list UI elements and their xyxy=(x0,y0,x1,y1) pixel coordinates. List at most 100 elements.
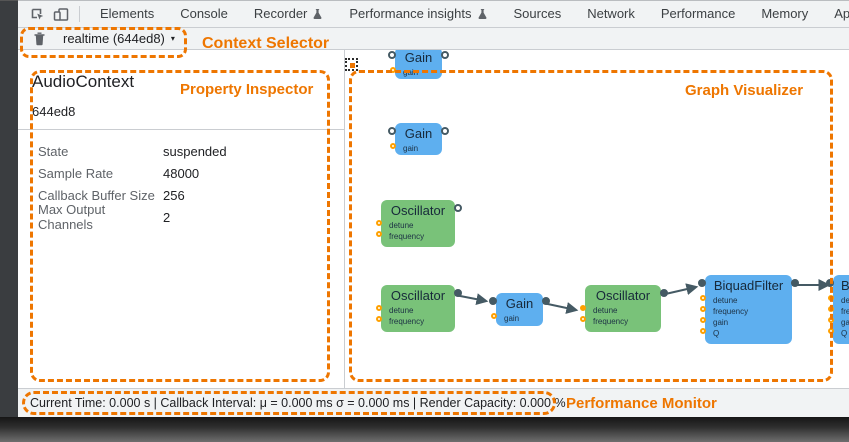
property-label: State xyxy=(38,143,69,159)
tab-performance-insights[interactable]: Performance insights xyxy=(336,1,500,27)
tab-label: Network xyxy=(587,6,635,21)
param-port[interactable] xyxy=(580,305,586,311)
output-port[interactable] xyxy=(454,289,462,297)
audio-node-biquadfilter[interactable]: BiquadFilter detune frequency gain Q xyxy=(698,275,799,344)
performance-metrics-text: Current Time: 0.000 s | Callback Interva… xyxy=(30,396,566,410)
annotation-drag-handle xyxy=(345,58,358,71)
tab-label: Memory xyxy=(761,6,809,21)
tab-network[interactable]: Network xyxy=(574,1,648,27)
param-port[interactable] xyxy=(390,143,396,149)
param-port[interactable] xyxy=(376,220,382,226)
device-toolbar-icon[interactable] xyxy=(52,6,69,23)
param-label: frequency xyxy=(841,307,849,316)
param-label: gain xyxy=(841,318,849,327)
param-label: detune xyxy=(593,306,618,315)
property-row: Max Output Channels 2 xyxy=(38,202,334,232)
property-row: State suspended xyxy=(38,140,334,162)
param-label: frequency xyxy=(593,317,629,326)
param-port[interactable] xyxy=(828,328,834,334)
tab-application[interactable]: Application xyxy=(821,1,849,27)
param-port[interactable] xyxy=(390,67,396,73)
node-title: Oscillator xyxy=(390,203,446,218)
param-port[interactable] xyxy=(491,313,497,319)
audio-node-oscillator[interactable]: Oscillator detune frequency xyxy=(580,285,668,332)
tab-label: Performance insights xyxy=(349,6,472,21)
param-label: gain xyxy=(504,314,520,323)
graph-visualizer-canvas[interactable]: Gain gain Gain gain Oscillator detune fr… xyxy=(345,50,849,388)
context-selector-value[interactable]: realtime (644ed8) xyxy=(63,31,165,46)
param-label: Q xyxy=(841,329,848,338)
property-list: State suspended Sample Rate 48000 Callba… xyxy=(38,140,334,233)
tab-recorder[interactable]: Recorder xyxy=(241,1,336,27)
tab-performance[interactable]: Performance xyxy=(648,1,748,27)
input-port[interactable] xyxy=(489,297,497,305)
property-value: 2 xyxy=(163,209,171,225)
property-label: Callback Buffer Size xyxy=(38,187,155,203)
param-label: Q xyxy=(713,329,720,338)
node-title: Gain xyxy=(404,126,433,141)
output-port[interactable] xyxy=(441,127,449,135)
audio-node-biquadfilter[interactable]: BiquadFilter detune frequency gain Q xyxy=(826,275,849,344)
param-label: gain xyxy=(713,318,729,327)
toolbar-separator xyxy=(79,6,80,22)
param-port[interactable] xyxy=(376,316,382,322)
param-label: frequency xyxy=(389,232,425,241)
param-port[interactable] xyxy=(700,328,706,334)
property-label: Max Output Channels xyxy=(38,202,106,232)
param-port[interactable] xyxy=(828,306,834,312)
node-title: Oscillator xyxy=(390,288,446,303)
param-label: frequency xyxy=(389,317,425,326)
context-id: 644ed8 xyxy=(32,104,76,119)
output-port[interactable] xyxy=(441,51,449,59)
inspect-element-icon[interactable] xyxy=(29,6,46,23)
param-port[interactable] xyxy=(580,316,586,322)
input-port[interactable] xyxy=(388,51,396,59)
audio-node-oscillator[interactable]: Oscillator detune frequency xyxy=(376,285,462,332)
trash-icon[interactable] xyxy=(31,30,48,47)
param-label: detune xyxy=(713,296,738,305)
tab-memory[interactable]: Memory xyxy=(748,1,821,27)
output-port[interactable] xyxy=(454,204,462,212)
param-label: frequency xyxy=(713,307,749,316)
param-port[interactable] xyxy=(828,295,834,301)
experimental-flask-icon xyxy=(478,8,486,20)
output-port[interactable] xyxy=(791,279,799,287)
param-label: gain xyxy=(403,68,419,77)
page-background-strip xyxy=(0,417,849,442)
tab-label: Console xyxy=(180,6,228,21)
audiocontext-title: AudioContext xyxy=(32,72,135,91)
tab-console[interactable]: Console xyxy=(167,1,241,27)
property-value: 48000 xyxy=(163,165,200,181)
property-inspector-panel: AudioContext 644ed8 State suspended Samp… xyxy=(18,50,345,388)
output-port[interactable] xyxy=(660,289,668,297)
property-label: Sample Rate xyxy=(38,165,114,181)
audio-node-gain[interactable]: Gain gain xyxy=(388,50,449,79)
output-port[interactable] xyxy=(542,297,550,305)
param-port[interactable] xyxy=(376,305,382,311)
input-port[interactable] xyxy=(826,279,834,287)
param-port[interactable] xyxy=(828,317,834,323)
param-port[interactable] xyxy=(700,295,706,301)
param-label: detune xyxy=(389,221,414,230)
param-label: detune xyxy=(389,306,414,315)
param-port[interactable] xyxy=(700,317,706,323)
tab-label: Elements xyxy=(100,6,155,21)
audio-node-gain[interactable]: Gain gain xyxy=(489,293,550,326)
tab-elements[interactable]: Elements xyxy=(87,1,167,27)
param-port[interactable] xyxy=(700,306,706,312)
experimental-flask-icon xyxy=(313,8,322,20)
left-dark-strip xyxy=(0,0,18,442)
param-label: detune xyxy=(841,296,849,305)
audio-node-gain[interactable]: Gain gain xyxy=(388,123,449,155)
property-row: Sample Rate 48000 xyxy=(38,162,334,184)
node-title: Gain xyxy=(505,296,534,311)
input-port[interactable] xyxy=(388,127,396,135)
node-title: Gain xyxy=(404,50,433,65)
tab-sources[interactable]: Sources xyxy=(501,1,575,27)
param-port[interactable] xyxy=(376,231,382,237)
tab-label: Performance xyxy=(660,6,736,21)
input-port[interactable] xyxy=(698,279,706,287)
node-title: BiquadFilter xyxy=(713,278,784,293)
audio-node-oscillator[interactable]: Oscillator detune frequency xyxy=(376,200,462,247)
